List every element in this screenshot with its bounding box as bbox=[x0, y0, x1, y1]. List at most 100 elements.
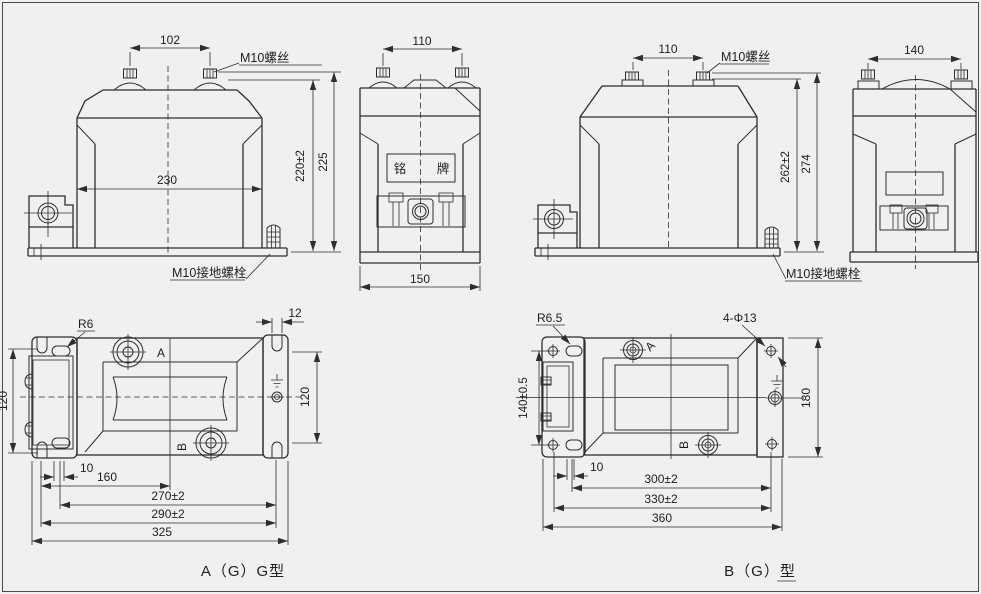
dim-180: 180 bbox=[788, 337, 823, 458]
flange-slots bbox=[271, 335, 283, 458]
dim-10-text: 10 bbox=[590, 460, 604, 474]
view-title-b: B（G）型 bbox=[724, 563, 796, 580]
inner-contour bbox=[584, 337, 758, 453]
view-b-front: 110 M10螺丝 bbox=[533, 42, 862, 282]
dim-120-left-text: 120 bbox=[0, 391, 10, 411]
dim-140-text: 140 bbox=[904, 43, 924, 57]
terminal-a: A bbox=[110, 334, 165, 370]
dim-325: 325 bbox=[31, 461, 289, 545]
dim-330-text: 330±2 bbox=[644, 492, 678, 506]
center-hump bbox=[403, 79, 447, 89]
earth-symbol bbox=[271, 374, 283, 388]
dim-220-text: 220±2 bbox=[295, 150, 307, 182]
terminal-b: B bbox=[175, 425, 229, 461]
dim-230: 230 bbox=[77, 173, 262, 193]
ground-hole bbox=[270, 374, 284, 403]
terminal-b-label: B bbox=[175, 443, 189, 451]
dim-274-text: 274 bbox=[801, 154, 813, 174]
dim-102-text: 102 bbox=[160, 33, 180, 47]
earth-symbol bbox=[771, 375, 783, 389]
holes-callout: 4-Φ13 bbox=[723, 311, 787, 368]
base-plate bbox=[359, 251, 481, 264]
dim-110-text: 110 bbox=[658, 42, 677, 56]
dim-330: 330±2 bbox=[553, 452, 771, 512]
dim-325-text: 325 bbox=[152, 525, 172, 539]
dim-10: 10 bbox=[40, 461, 94, 481]
dim-12-text: 12 bbox=[288, 306, 302, 320]
dim-120-right-text: 120 bbox=[298, 387, 312, 407]
dim-300: 300±2 bbox=[571, 452, 772, 512]
dim-225-text: 225 bbox=[318, 152, 330, 171]
radius-r6-label: R6 bbox=[78, 317, 94, 331]
view-a-top: A B R6 12 bbox=[0, 306, 322, 580]
primary-terminal-bolt-left bbox=[621, 71, 644, 87]
dim-140: 140 bbox=[867, 43, 962, 69]
holes-4d13-label: 4-Φ13 bbox=[723, 311, 757, 325]
dim-300-text: 300±2 bbox=[644, 472, 678, 486]
primary-terminal-bolt-right bbox=[193, 68, 227, 91]
primary-terminal-bolt-left bbox=[113, 68, 147, 91]
ground-bolt bbox=[764, 226, 779, 248]
dim-225: 225 bbox=[318, 72, 338, 251]
dim-262-text: 262±2 bbox=[780, 151, 792, 183]
dim-360: 360 bbox=[542, 459, 783, 531]
dim-10: 10 bbox=[553, 459, 604, 480]
terminal-bolt-right bbox=[447, 67, 477, 89]
dim-290: 290±2 bbox=[41, 507, 276, 527]
terminal-a-label: A bbox=[157, 346, 165, 360]
radius-callout: R6.5 bbox=[536, 311, 571, 345]
base-plate bbox=[27, 244, 288, 260]
dim-150: 150 bbox=[359, 266, 481, 291]
raised-block bbox=[24, 355, 74, 450]
dim-102: 102 bbox=[129, 33, 211, 66]
nameplate bbox=[885, 171, 944, 196]
view-b-side: 140 bbox=[849, 43, 979, 269]
dim-12: 12 bbox=[256, 306, 304, 333]
label-m10-screw: M10螺丝 bbox=[706, 50, 770, 74]
view-b-top: A B R6.5 4-Φ13 bbox=[516, 311, 823, 582]
nameplate-char-2: 牌 bbox=[437, 161, 450, 176]
dim-270: 270±2 bbox=[59, 460, 277, 528]
m10-ground-label: M10接地螺栓 bbox=[172, 265, 247, 280]
dim-110: 110 bbox=[632, 42, 704, 70]
terminal-bolt-left bbox=[368, 67, 398, 89]
nameplate: 铭 牌 bbox=[386, 153, 456, 183]
dim-180-text: 180 bbox=[799, 388, 813, 408]
label-m10-ground: M10接地螺栓 bbox=[772, 253, 862, 282]
corner-slots-left bbox=[36, 337, 48, 458]
m10-screw-label: M10螺丝 bbox=[721, 50, 770, 64]
side-lug bbox=[533, 199, 578, 248]
dim-160: 160 bbox=[40, 461, 170, 527]
m10-screw-label: M10螺丝 bbox=[240, 51, 289, 65]
base-plate bbox=[849, 251, 979, 263]
view-a-side: 110 铭 牌 bbox=[359, 34, 481, 291]
dim-110: 110 bbox=[382, 34, 463, 66]
radius-r65-label: R6.5 bbox=[537, 311, 563, 325]
dim-220: 220±2 bbox=[295, 80, 317, 251]
dim-10-text: 10 bbox=[80, 461, 94, 475]
view-title-a: A（G）G型 bbox=[201, 563, 285, 580]
dim-262: 262±2 bbox=[780, 79, 801, 251]
label-m10-screw: M10螺丝 bbox=[213, 51, 322, 73]
label-m10-ground: M10接地螺栓 bbox=[170, 253, 271, 281]
side-lug bbox=[24, 191, 74, 248]
dim-160-text: 160 bbox=[97, 470, 117, 484]
dim-270-text: 270±2 bbox=[151, 489, 185, 503]
view-a-front: 102 M10螺丝 220±2 225 230 M10接地螺栓 bbox=[24, 33, 341, 281]
dim-150-text: 150 bbox=[410, 272, 430, 286]
terminal-b: B bbox=[677, 432, 721, 458]
dim-110-text: 110 bbox=[412, 34, 431, 48]
dim-140-text: 140±0.5 bbox=[518, 377, 530, 419]
dim-120-right: 120 bbox=[292, 351, 322, 444]
flange-holes bbox=[764, 344, 804, 451]
ground-bolt bbox=[266, 224, 281, 248]
right-flange bbox=[262, 334, 289, 459]
dim-140: 140±0.5 bbox=[518, 350, 550, 446]
radius-callout: R6 bbox=[66, 317, 95, 348]
dim-120-left: 120 bbox=[0, 348, 38, 454]
dim-230-text: 230 bbox=[157, 173, 177, 187]
m10-ground-label: M10接地螺栓 bbox=[786, 266, 861, 281]
